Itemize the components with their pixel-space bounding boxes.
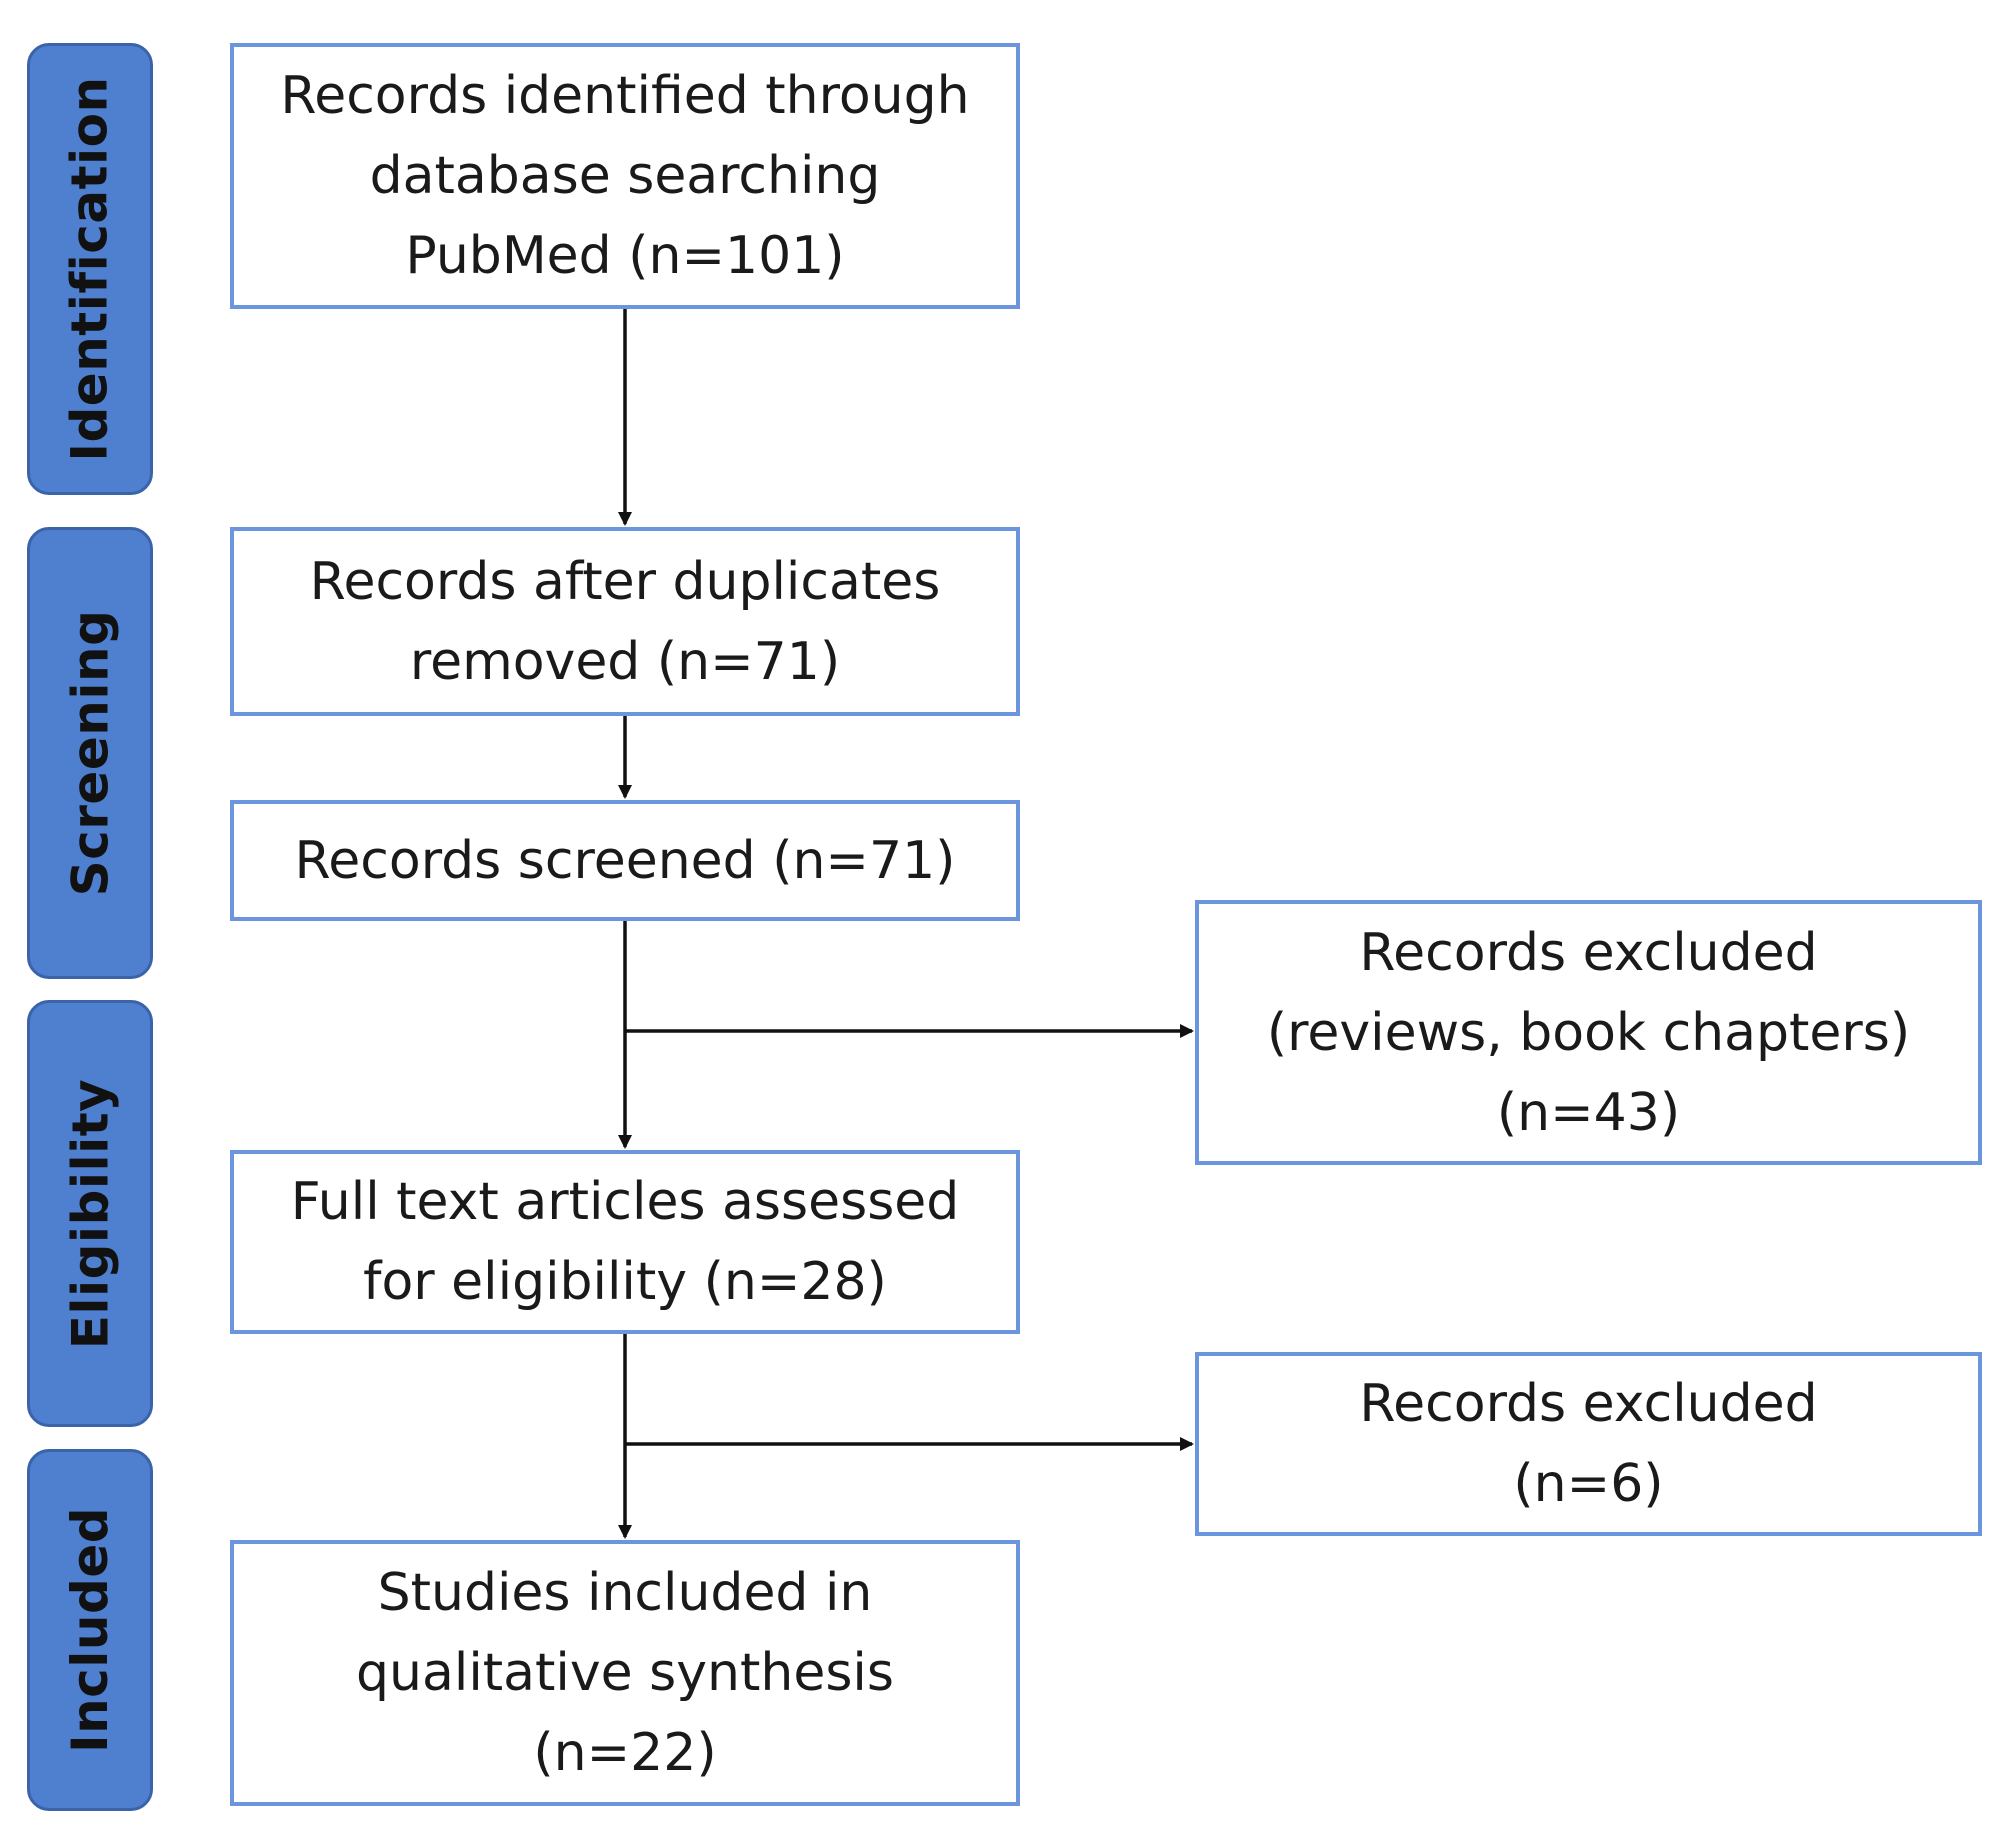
box-full-text-assessed-text: Full text articles assessed for eligibil… (290, 1172, 960, 1312)
box-records-after-duplicates-text: Records after duplicates removed (n=71) (309, 551, 941, 692)
box-records-screened: Records screened (n=71) (230, 800, 1020, 921)
stage-included: Included (27, 1449, 153, 1811)
box-studies-included-text: Studies included in qualitative synthesi… (356, 1563, 894, 1783)
box-records-excluded-reviews: Records excluded (reviews, book chapters… (1195, 900, 1982, 1165)
box-records-identified: Records identified through database sear… (230, 43, 1020, 309)
box-studies-included: Studies included in qualitative synthesi… (230, 1540, 1020, 1806)
stage-eligibility: Eligibility (27, 1000, 153, 1427)
box-records-excluded-fulltext: Records excluded (n=6) (1195, 1352, 1982, 1536)
box-records-excluded-reviews-text: Records excluded (reviews, book chapters… (1266, 922, 1911, 1143)
box-records-screened-text: Records screened (n=71) (294, 830, 956, 891)
box-full-text-assessed: Full text articles assessed for eligibil… (230, 1150, 1020, 1334)
stage-screening: Screening (27, 527, 153, 979)
box-records-identified-text: Records identified through database sear… (280, 66, 970, 286)
box-records-after-duplicates: Records after duplicates removed (n=71) (230, 527, 1020, 716)
stage-identification: Identification (27, 43, 153, 495)
box-records-excluded-fulltext-text: Records excluded (n=6) (1359, 1374, 1818, 1514)
